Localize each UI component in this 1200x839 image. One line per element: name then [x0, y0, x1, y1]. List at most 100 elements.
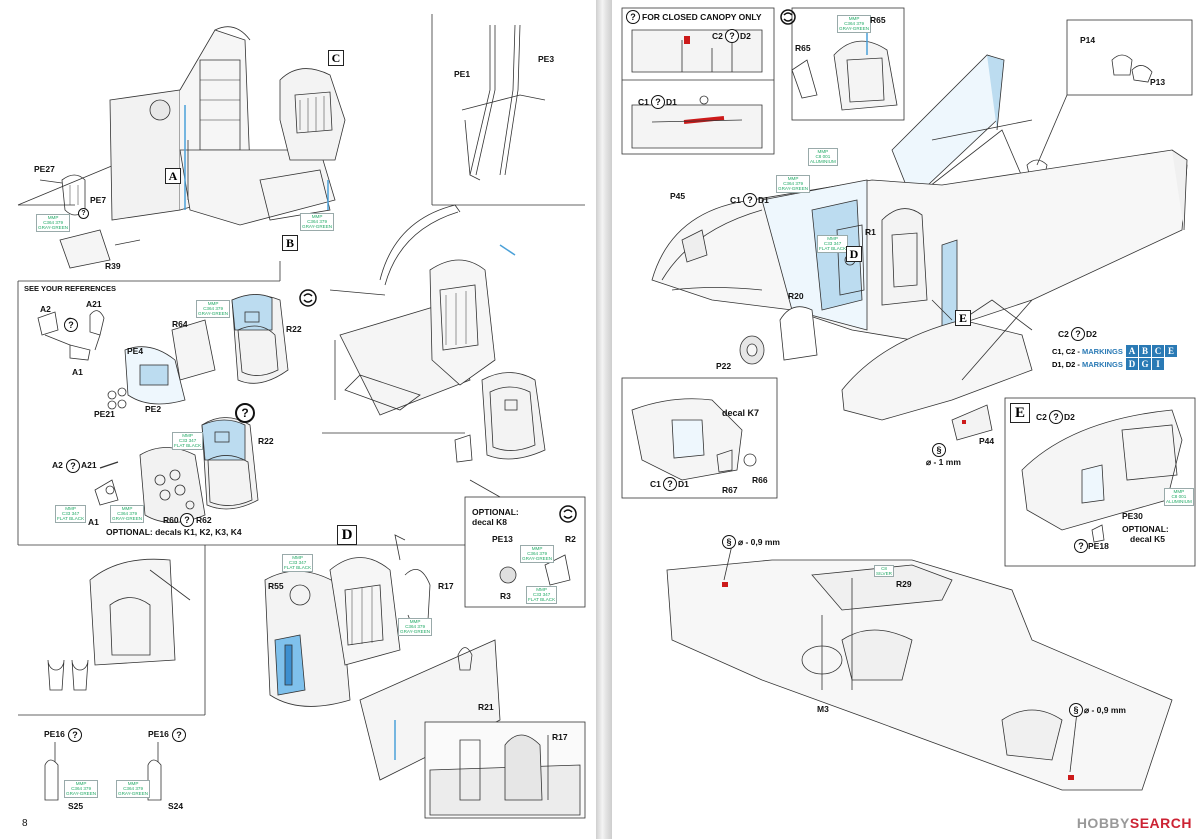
label-pe30: PE30: [1122, 511, 1143, 521]
optional-decals-note: OPTIONAL: decals K1, K2, K3, K4: [106, 527, 242, 537]
label-r64: R64: [172, 319, 188, 329]
marking-box-a: A: [1125, 345, 1138, 357]
label-pe4: PE4: [127, 346, 144, 356]
label-c1-c: C1: [650, 479, 661, 489]
label-r22: R22: [286, 324, 302, 334]
label-p22: P22: [716, 361, 732, 371]
question-icon: ?: [1049, 410, 1063, 424]
label-pe27: PE27: [34, 164, 55, 174]
question-icon: ?: [64, 318, 78, 332]
label-p44: P44: [979, 436, 995, 446]
label-d2-a: D2: [740, 31, 751, 41]
label-a2: A2: [40, 304, 51, 314]
question-icon: ?: [1074, 539, 1088, 553]
label-d1-c: D1: [678, 479, 689, 489]
right-page-drawings: [621, 7, 1196, 791]
question-icon: ?: [172, 728, 186, 742]
section-letter-b: B: [282, 235, 298, 251]
marking-box-d: D: [1125, 358, 1138, 370]
decal-k7-note: decal K7: [722, 408, 760, 418]
section-letter-d: D: [846, 246, 862, 262]
label-pe2: PE2: [145, 404, 162, 414]
label-dia-1mm: ⌀ - 1 mm: [926, 457, 961, 467]
label-pe13: PE13: [492, 534, 513, 544]
optional-k5-line1: OPTIONAL:: [1122, 524, 1169, 534]
label-d1-a: D1: [666, 97, 677, 107]
watermark-a: HOBBY: [1076, 815, 1130, 831]
label-m3: M3: [817, 704, 829, 714]
label-r2: R2: [565, 534, 576, 544]
label-p45: P45: [670, 191, 686, 201]
label-r22-second: R22: [258, 436, 274, 446]
see-references-note: SEE YOUR REFERENCES: [24, 284, 116, 293]
markings-word: MARKINGS: [1082, 360, 1123, 369]
label-c2-b: C2: [1058, 329, 1069, 339]
label-a2-second: A2: [52, 460, 63, 470]
question-icon: ?: [180, 513, 194, 527]
marking-box-g: G: [1138, 358, 1151, 370]
label-pe16-b: PE16: [148, 729, 169, 739]
marking-box-e: E: [1164, 345, 1177, 357]
optional-k8-line2: decal K8: [472, 516, 507, 527]
left-page-drawings: [17, 14, 586, 819]
label-pe7: PE7: [90, 195, 107, 205]
section-letter-a: A: [165, 168, 181, 184]
drill-icon: §: [722, 535, 736, 549]
question-icon: ?: [66, 459, 80, 473]
label-a1-second: A1: [88, 517, 99, 527]
question-icon: ?: [725, 29, 739, 43]
question-icon: ?: [651, 95, 665, 109]
question-icon: ?: [626, 10, 640, 24]
label-pe16-a: PE16: [44, 729, 65, 739]
label-r66: R66: [752, 475, 768, 485]
label-p14: P14: [1080, 35, 1096, 45]
label-d1-b: D1: [758, 195, 769, 205]
section-letter-c: C: [328, 50, 344, 66]
markings-row-d-label: D1, D2 -: [1052, 360, 1083, 369]
marking-box-b: B: [1138, 345, 1151, 357]
watermark-b: SEARCH: [1129, 815, 1192, 831]
label-r17-second: R17: [552, 732, 568, 742]
closed-canopy-note: FOR CLOSED CANOPY ONLY: [642, 12, 762, 22]
section-letter-e: E: [955, 310, 971, 326]
label-pe18: PE18: [1088, 541, 1109, 551]
page-number: 8: [22, 818, 28, 829]
section-letter-e-box: E: [1010, 403, 1030, 423]
label-pe21: PE21: [94, 409, 115, 419]
label-a21: A21: [86, 299, 102, 309]
question-icon: ?: [68, 728, 82, 742]
label-r67: R67: [722, 485, 738, 495]
label-pe3: PE3: [538, 54, 555, 64]
label-pe1: PE1: [454, 69, 471, 79]
label-c2-c: C2: [1036, 412, 1047, 422]
question-icon: ?: [663, 477, 677, 491]
markings-word: MARKINGS: [1082, 347, 1123, 356]
question-icon: ?: [78, 208, 89, 219]
label-r60: R60: [163, 515, 179, 525]
label-r29: R29: [896, 579, 912, 589]
label-c2-a: C2: [712, 31, 723, 41]
label-r1: R1: [865, 227, 876, 237]
label-s25: S25: [68, 801, 84, 811]
label-dia-09mm-a: ⌀ - 0,9 mm: [738, 537, 780, 547]
label-d2-c: D2: [1064, 412, 1075, 422]
label-a21-second: A21: [81, 460, 97, 470]
label-d2-b: D2: [1086, 329, 1097, 339]
